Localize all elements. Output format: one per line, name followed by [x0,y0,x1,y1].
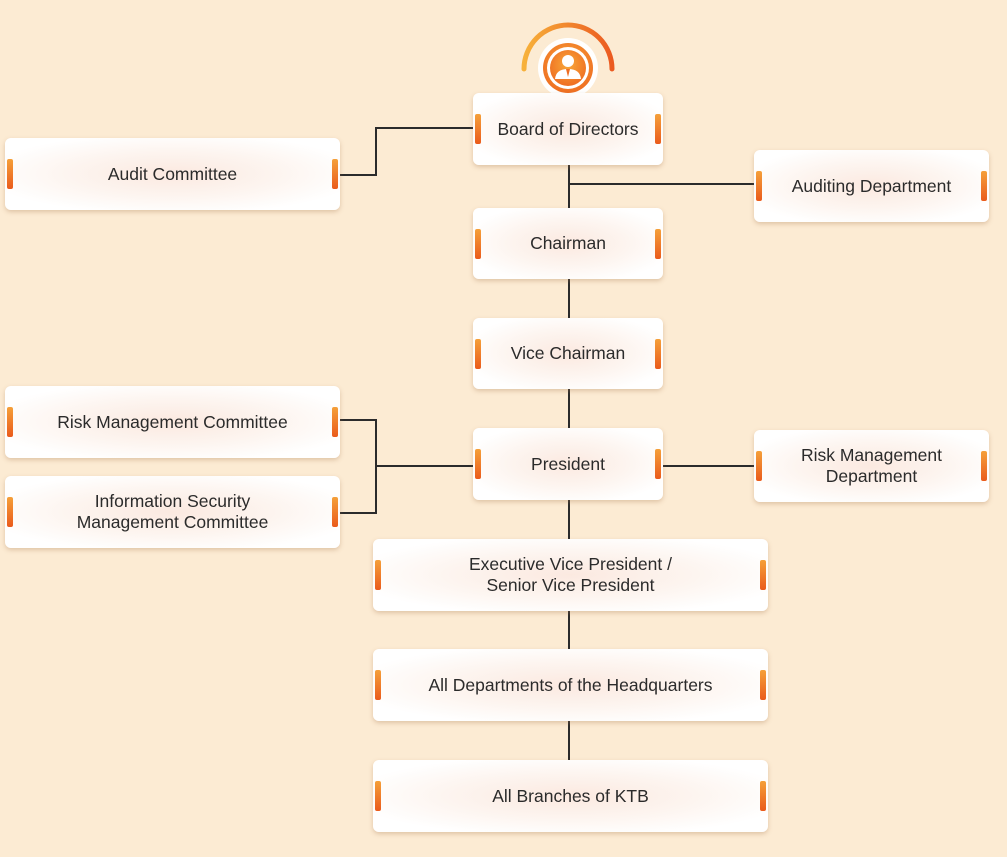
node-label: Vice Chairman [510,343,626,363]
node-risk-management-committee: Risk Management Committee [5,386,340,458]
node-hq-departments: All Departments of the Headquarters [373,649,768,721]
node-label: Risk Management Committee [57,411,288,432]
node-label: Executive Vice President / Senior Vice P… [469,554,672,595]
node-president: President [473,428,663,500]
node-auditing-department: Auditing Department [754,150,989,222]
node-risk-management-department: Risk Management Department [754,430,989,502]
node-executive-vice-president: Executive Vice President / Senior Vice P… [373,539,768,611]
node-label: All Departments of the Headquarters [428,674,713,695]
node-label: Risk Management Department [800,445,943,486]
node-label: All Branches of KTB [492,785,649,806]
node-label: Chairman [530,233,606,253]
node-label: Information Security Management Committe… [76,491,269,532]
node-vice-chairman: Vice Chairman [473,318,663,389]
node-label: Board of Directors [497,118,639,139]
node-information-security-committee: Information Security Management Committe… [5,476,340,548]
connector-audit-committee [340,127,473,176]
node-label: President [531,453,605,474]
node-label: Audit Committee [107,163,238,184]
person-icon [521,22,615,98]
node-label: Auditing Department [791,175,952,196]
node-chairman: Chairman [473,208,663,279]
node-board-of-directors: Board of Directors [473,93,663,165]
node-all-branches: All Branches of KTB [373,760,768,832]
connector-committees [340,419,473,514]
node-audit-committee: Audit Committee [5,138,340,210]
